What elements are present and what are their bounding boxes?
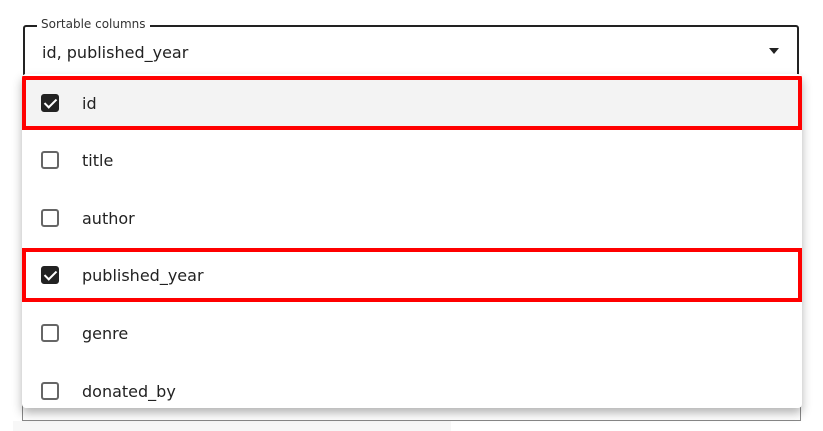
field-value: id, published_year — [42, 43, 189, 62]
option-id[interactable]: id — [22, 76, 802, 130]
options-menu: id title author published_year genre don… — [22, 74, 802, 408]
option-label: author — [82, 208, 135, 228]
checkbox-icon[interactable] — [41, 209, 59, 227]
option-title[interactable]: title — [22, 131, 802, 189]
field-label: Sortable columns — [37, 17, 150, 31]
option-label: published_year — [82, 265, 204, 285]
option-label: donated_by — [82, 381, 176, 401]
option-donated-by[interactable]: donated_by — [22, 362, 802, 408]
option-label: id — [82, 93, 97, 113]
checkbox-icon[interactable] — [41, 382, 59, 400]
background-field — [13, 421, 451, 431]
checkbox-icon[interactable] — [41, 151, 59, 169]
checkbox-checked-icon[interactable] — [41, 94, 59, 112]
option-label: genre — [82, 323, 129, 343]
checkbox-checked-icon[interactable] — [41, 266, 59, 284]
option-label: title — [82, 150, 114, 170]
option-genre[interactable]: genre — [22, 304, 802, 362]
underlying-field — [22, 395, 801, 421]
chevron-down-icon[interactable] — [769, 48, 779, 54]
option-published-year[interactable]: published_year — [22, 248, 802, 302]
option-author[interactable]: author — [22, 189, 802, 247]
checkbox-icon[interactable] — [41, 324, 59, 342]
